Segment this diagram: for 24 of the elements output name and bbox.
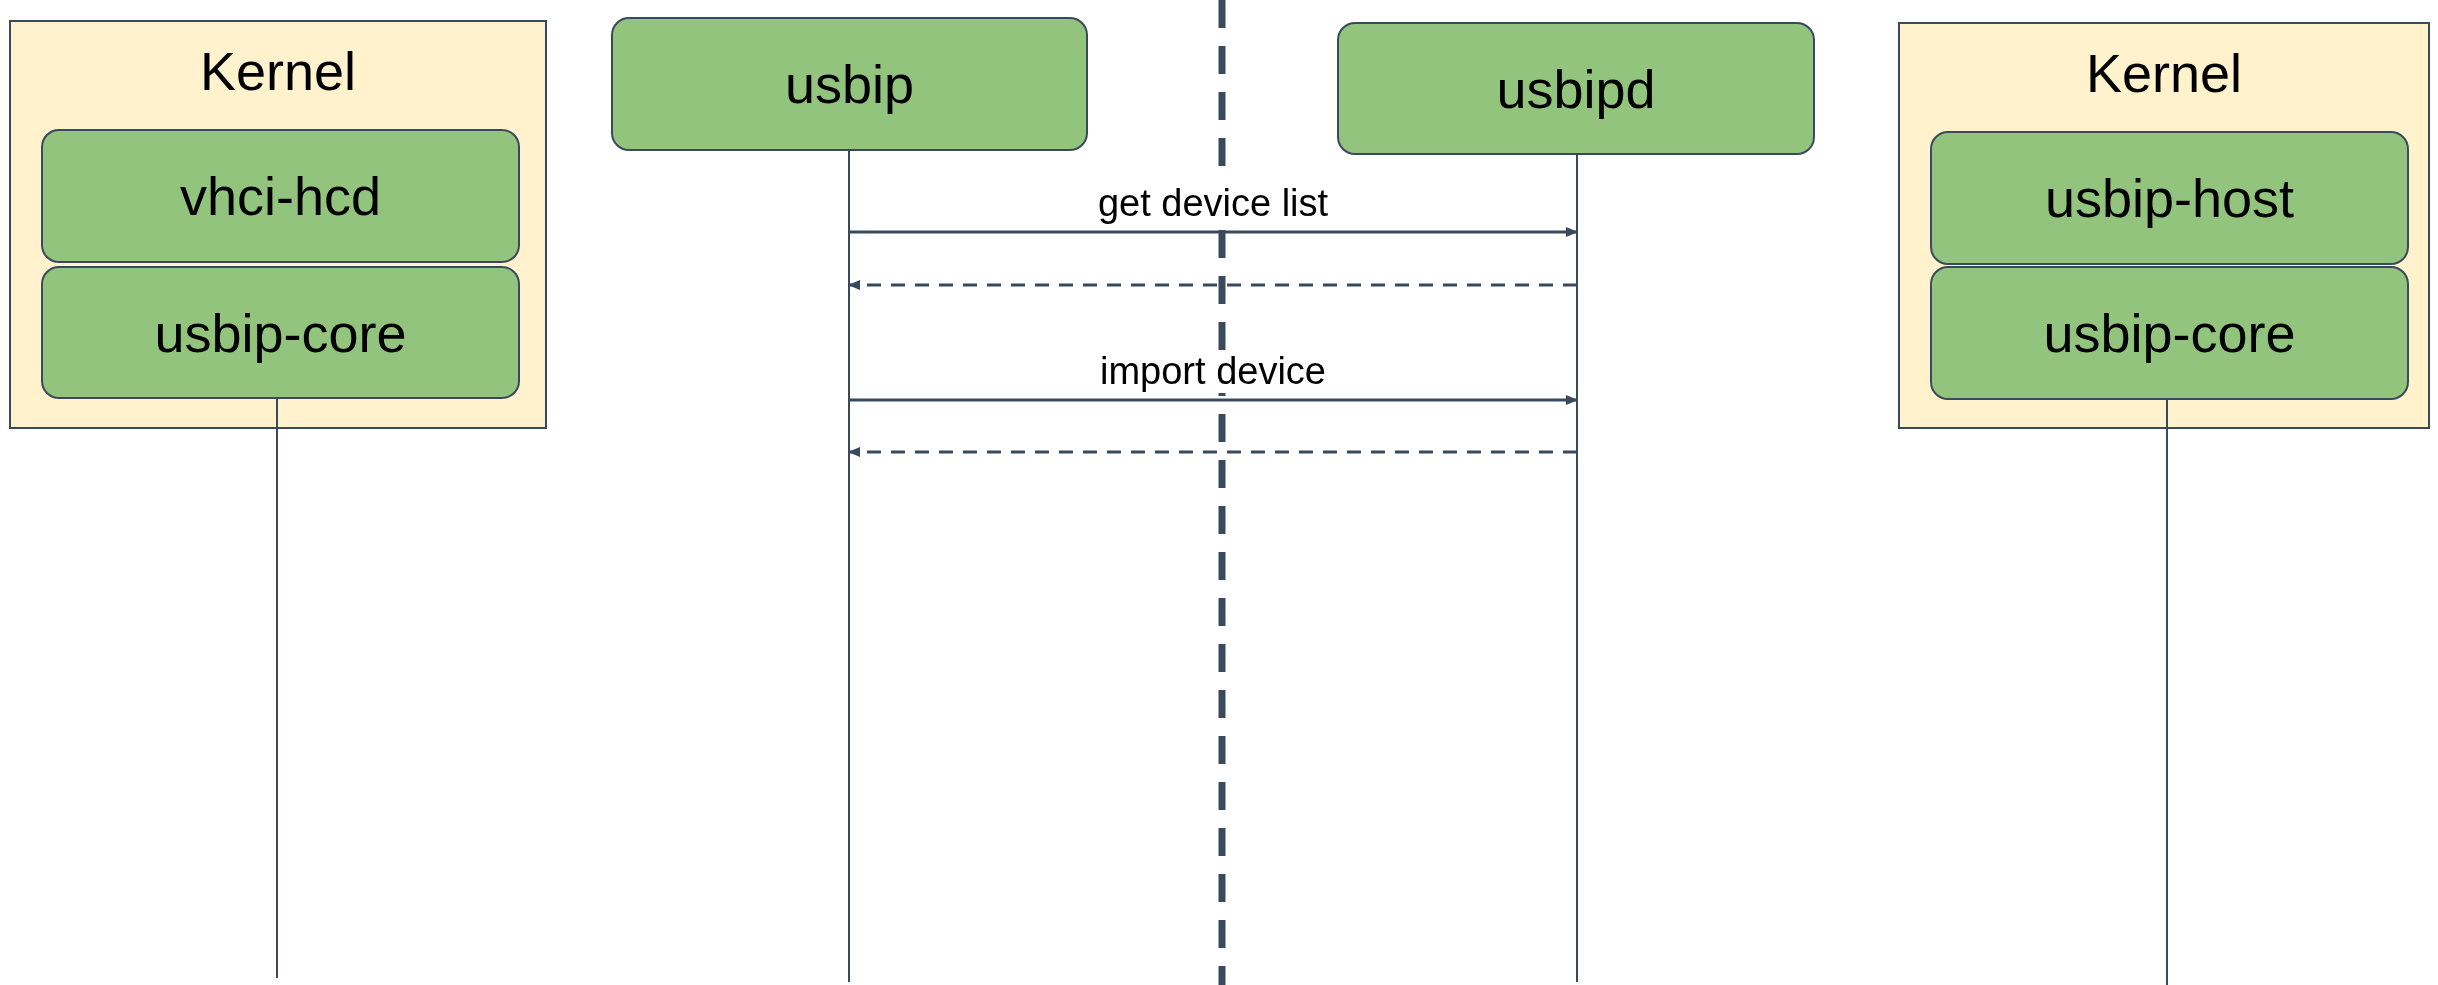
node-label: usbip-host (2044, 167, 2295, 229)
process-box (1337, 22, 1815, 155)
lifeline (1576, 155, 1578, 982)
group-box (1898, 22, 2430, 429)
group-title: Kernel (199, 44, 357, 98)
group-box (9, 20, 547, 429)
node-label: usbip (784, 53, 915, 115)
node-label: usbip-core (154, 301, 407, 364)
module-box (1930, 131, 2409, 265)
module-box (1930, 266, 2409, 400)
message-arrow (849, 227, 1578, 237)
lifeline (2166, 398, 2168, 985)
node-label: usbip-core (2043, 302, 2296, 364)
group-title: Kernel (2085, 46, 2243, 100)
module-box (41, 266, 520, 399)
module-box (41, 129, 520, 263)
return-arrow (848, 280, 1577, 290)
process-box (611, 17, 1088, 151)
lifeline (848, 151, 850, 982)
node-label: vhci-hcd (179, 165, 382, 227)
lifeline (276, 397, 278, 978)
return-arrow (848, 447, 1577, 457)
message-arrow (849, 395, 1578, 405)
node-label: usbipd (1496, 57, 1656, 120)
